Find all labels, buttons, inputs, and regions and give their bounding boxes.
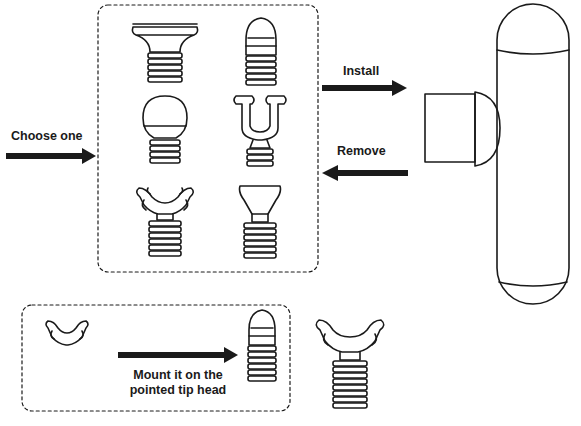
choose-label: Choose one — [10, 129, 84, 144]
mount-panel — [22, 305, 290, 411]
thread-ring — [150, 140, 180, 145]
thread-ring — [244, 229, 276, 234]
u-fork-head — [234, 96, 286, 148]
ball-head — [143, 96, 187, 138]
thread-ring — [149, 245, 181, 250]
remove-label: Remove — [336, 144, 387, 159]
thread-ring — [148, 59, 182, 64]
remove-arrow — [322, 165, 408, 181]
thread-ring — [333, 397, 367, 402]
thread-ring — [248, 352, 276, 357]
thread-ring — [333, 403, 367, 408]
thread-ring — [247, 155, 273, 160]
thread-ring — [248, 364, 276, 369]
thread-ring — [149, 239, 181, 244]
mount-note: Mount it on the pointed tip head — [118, 368, 238, 398]
thread-ring — [244, 241, 276, 246]
thread-ring — [246, 74, 276, 79]
thread-ring — [246, 62, 276, 67]
arrows — [6, 80, 408, 363]
thread-ring — [333, 385, 367, 390]
thread-ring — [246, 80, 276, 85]
massage-gun — [425, 4, 569, 304]
thread-ring — [246, 56, 276, 61]
mount-arrow — [118, 347, 238, 363]
thread-ring — [333, 361, 367, 366]
thread-ring — [333, 391, 367, 396]
thread-ring — [248, 370, 276, 375]
thread-ring — [244, 223, 276, 228]
flat-head — [132, 24, 197, 52]
thread-ring — [148, 65, 182, 70]
thread-ring — [333, 379, 367, 384]
thread-ring — [244, 253, 276, 258]
thread-ring — [248, 358, 276, 363]
thread-ring — [150, 152, 180, 157]
thread-ring — [150, 158, 180, 163]
thread-ring — [244, 247, 276, 252]
thread-ring — [148, 77, 182, 82]
thread-ring — [247, 161, 273, 166]
claw-head — [137, 188, 194, 220]
thread-ring — [149, 221, 181, 226]
thread-ring — [246, 68, 276, 73]
thread-ring — [149, 251, 181, 256]
thread-ring — [248, 376, 276, 381]
thread-ring — [148, 71, 182, 76]
thread-ring — [333, 373, 367, 378]
thread-ring — [244, 235, 276, 240]
pointed-tip — [249, 310, 275, 345]
thread-ring — [247, 149, 273, 154]
thread-ring — [333, 367, 367, 372]
bullet-head — [246, 18, 276, 55]
choice-panel — [98, 5, 318, 272]
choose-arrow — [6, 148, 96, 164]
thread-ring — [248, 346, 276, 351]
thread-ring — [149, 227, 181, 232]
install-arrow — [322, 80, 407, 96]
thread-ring — [148, 53, 182, 58]
claw-cap — [46, 321, 88, 345]
bell-head — [240, 186, 281, 222]
threads — [148, 53, 367, 408]
thread-ring — [149, 233, 181, 238]
assembled-head — [316, 320, 384, 360]
install-label: Install — [342, 64, 380, 79]
thread-ring — [150, 146, 180, 151]
